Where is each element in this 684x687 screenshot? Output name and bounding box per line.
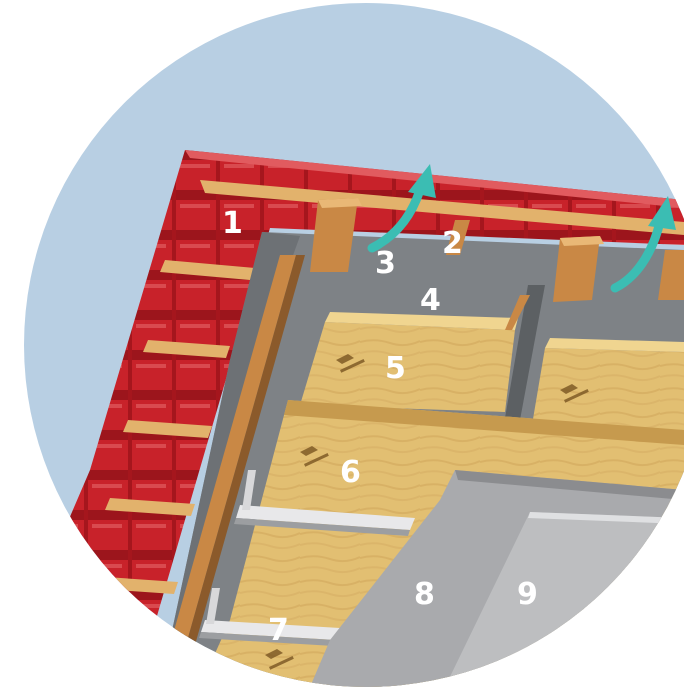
label-8: 8: [414, 577, 435, 612]
label-7: 7: [268, 613, 289, 648]
label-2: 2: [442, 226, 463, 261]
rafter: [553, 236, 600, 302]
label-5: 5: [385, 351, 406, 386]
insulation-between-rafters: [300, 322, 515, 412]
label-9: 9: [517, 577, 538, 612]
label-1: 1: [222, 206, 243, 241]
label-6: 6: [340, 455, 361, 490]
label-3: 3: [375, 246, 396, 281]
insulation-between-rafters: [532, 348, 684, 430]
label-4: 4: [420, 283, 441, 318]
